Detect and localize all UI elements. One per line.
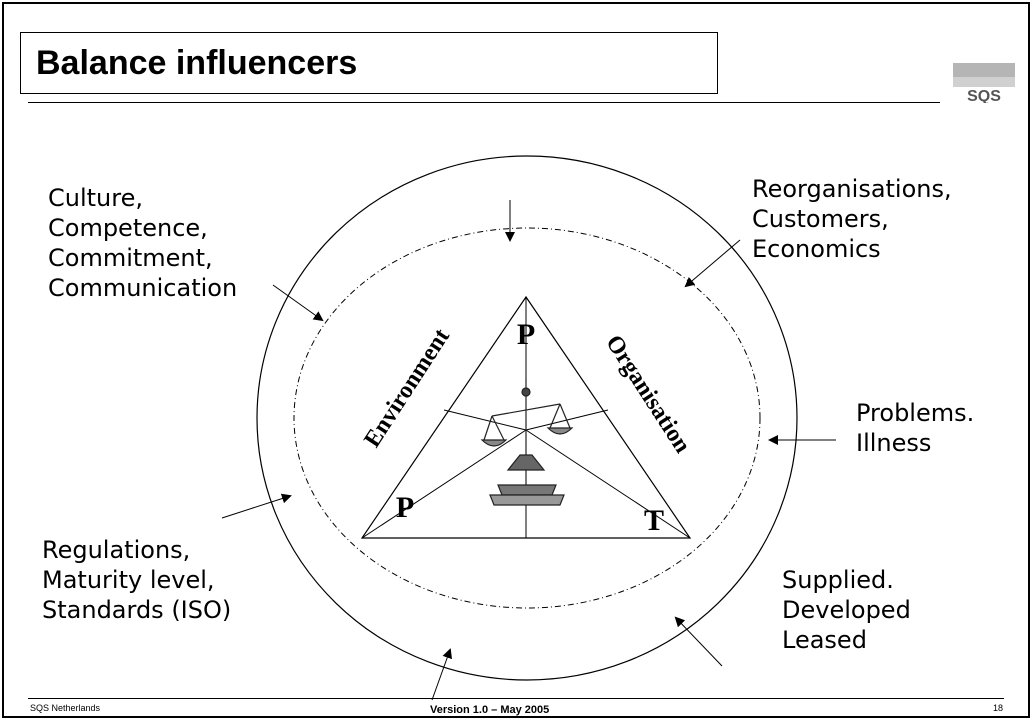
title-underline [28,102,940,103]
influencer-group-right: Problems. Illness [856,398,974,458]
page-number: 18 [993,703,1004,713]
organisation-label: Organisation [600,331,695,458]
center-line-left-mid [443,409,527,431]
influencer-group-bottom-right: Supplied. Developed Leased [782,565,911,655]
footer-left: SQS Netherlands [30,703,101,713]
triangle-right-letter: T [644,504,664,537]
influencer-label: Economics [752,235,881,263]
influencer-label: Standards (ISO) [42,596,232,624]
arrow-bottom-left [221,493,292,519]
logo-band-top [953,63,1015,77]
influencer-label: Customers, [752,205,889,233]
logo-band-middle [953,77,1015,87]
arrow-bottom-right [674,616,723,667]
outer-circle [256,155,798,681]
center-line-left [361,429,527,539]
triangle-top-letter: P [517,318,535,351]
influencer-label: Developed [782,596,911,624]
influencer-group-bottom-left: Regulations, Maturity level, Standards (… [42,535,231,625]
influencer-label: Maturity level, [42,566,215,594]
logo-text: SQS [967,88,1001,103]
sqs-logo: SQS [953,63,1015,103]
influencer-label: Illness [856,429,932,457]
footer-line [28,698,1004,699]
influencer-label: Commitment, [48,244,213,272]
influencer-label: Competence, [48,214,208,242]
influencer-group-top-right: Reorganisations, Customers, Economics [752,174,952,264]
center-line-right [525,429,691,539]
influencer-label: Leased [782,626,867,654]
footer-version: Version 1.0 – May 2005 [430,704,550,716]
arrow-bottom [431,648,452,701]
influencer-label: Supplied. [782,566,894,594]
influencer-label: Problems. [856,399,975,427]
influencer-label: Reorganisations, [752,175,952,203]
slide-title: Balance influencers [36,44,358,82]
influencer-label: Regulations, [42,536,191,564]
influencer-group-top-left: Culture, Competence, Commitment, Communi… [48,183,237,303]
arrow-top-right [684,239,741,288]
environment-label: Environment [359,324,455,452]
influencer-label: Communication [48,274,238,302]
inner-dashed-circle [293,227,761,609]
influencer-label: Culture, [48,184,143,212]
title-box [20,32,718,94]
arrow-top-left [272,284,324,322]
balance-scale-icon [480,378,574,506]
triangle-left-letter: P [396,491,414,524]
